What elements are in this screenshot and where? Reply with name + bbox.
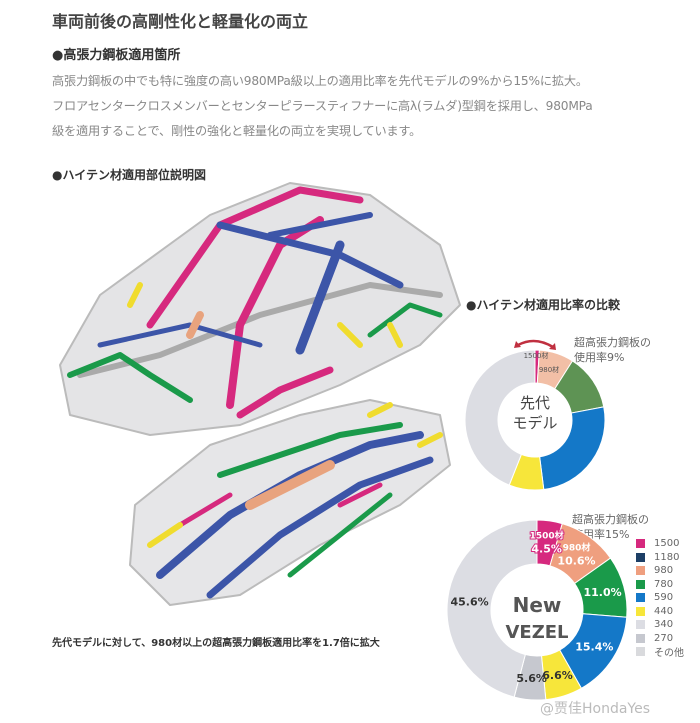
section-heading-comparison: ●ハイテン材適用比率の比較 <box>466 298 620 312</box>
arrowhead-icon <box>514 341 556 350</box>
section-heading-high-tensile: ●高張力鋼板適用箇所 <box>52 48 181 63</box>
slice-value-label: 11.0% <box>583 586 621 599</box>
legend-label: 590 <box>654 592 674 604</box>
legend-swatch <box>636 620 645 630</box>
donut-slice-340 <box>446 519 538 698</box>
legend-label: 780 <box>654 578 674 590</box>
slice-label-980: 980材 <box>539 365 559 374</box>
legend-swatch <box>636 606 645 616</box>
slice-value-label: 5.6% <box>516 672 547 685</box>
donut-labels: 4.5%1500材 10.6%980材 11.0% 15.4% 6.6%5.6% 45.6… <box>450 529 622 685</box>
slice-value-label: 4.5% <box>531 543 562 556</box>
legend-swatch <box>636 566 645 576</box>
slice-value-label: 6.6% <box>542 669 573 682</box>
legend-item: 270 <box>636 632 684 646</box>
donut-new-vezel <box>446 519 628 701</box>
note-line: 超高張力鋼板の <box>574 336 651 349</box>
legend-swatch <box>636 579 645 589</box>
legend-label: 440 <box>654 605 674 617</box>
donut-prev-model <box>464 349 606 491</box>
legend-label: 1500 <box>654 538 680 550</box>
paragraph-line: 級を適用することで、剛性の強化と軽量化の両立を実現しています。 <box>52 124 422 138</box>
legend-label: その他 <box>654 648 684 660</box>
section-heading-diagram: ●ハイテン材適用部位説明図 <box>52 168 206 182</box>
legend-item: 440 <box>636 605 684 619</box>
legend-item: 340 <box>636 618 684 632</box>
legend-label: 980 <box>654 565 674 577</box>
legend-swatch <box>636 539 645 549</box>
legend-item: 980 <box>636 564 684 578</box>
legend-item: 1500 <box>636 537 684 551</box>
donut-slice-590 <box>539 406 606 491</box>
car-body-illustration <box>59 182 461 606</box>
paragraph-line: 高張力鋼板の中でも特に強度の高い980MPa級以上の適用比率を先代モデルの9%か… <box>52 74 588 88</box>
legend-swatch <box>636 593 645 603</box>
legend-item: 590 <box>636 591 684 605</box>
slice-material-label: 980材 <box>563 542 591 554</box>
slice-material-label: 1500材 <box>530 530 564 542</box>
legend-label: 340 <box>654 619 674 631</box>
page-title: 車両前後の高剛性化と軽量化の両立 <box>52 12 309 31</box>
donut-center-label: New <box>513 593 562 617</box>
usage-note-prev: 超高張力鋼板の 使用率9% <box>574 335 651 365</box>
legend-label: 1180 <box>654 551 680 563</box>
legend-swatch <box>636 647 645 657</box>
legend-label: 270 <box>654 632 674 644</box>
range-arrow-icon <box>517 339 554 349</box>
donut-center-label: モデル <box>512 414 557 432</box>
legend-swatch <box>636 633 645 643</box>
legend-item: 780 <box>636 578 684 592</box>
donut-center-label: 先代 <box>520 394 550 412</box>
slice-label-1500: 1500材 <box>524 351 549 360</box>
note-line: 使用率9% <box>574 351 625 364</box>
slice-value-label: 45.6% <box>450 595 488 608</box>
donut-center-label: VEZEL <box>505 622 568 643</box>
slice-value-label: 10.6% <box>557 555 595 568</box>
watermark: @贾佳HondaYes <box>540 701 651 717</box>
legend-swatch <box>636 552 645 562</box>
donut-slice-340 <box>464 349 536 486</box>
legend-item: 1180 <box>636 551 684 565</box>
diagram-caption: 先代モデルに対して、980材以上の超高張力鋼板適用比率を1.7倍に拡大 <box>52 638 380 649</box>
legend-item: その他 <box>636 645 684 659</box>
paragraph-line: フロアセンタークロスメンバーとセンターピラースティフナーに高λ(ラムダ)型鋼を採… <box>52 99 593 113</box>
slice-value-label: 15.4% <box>575 641 613 654</box>
note-line: 超高張力鋼板の <box>572 513 649 526</box>
